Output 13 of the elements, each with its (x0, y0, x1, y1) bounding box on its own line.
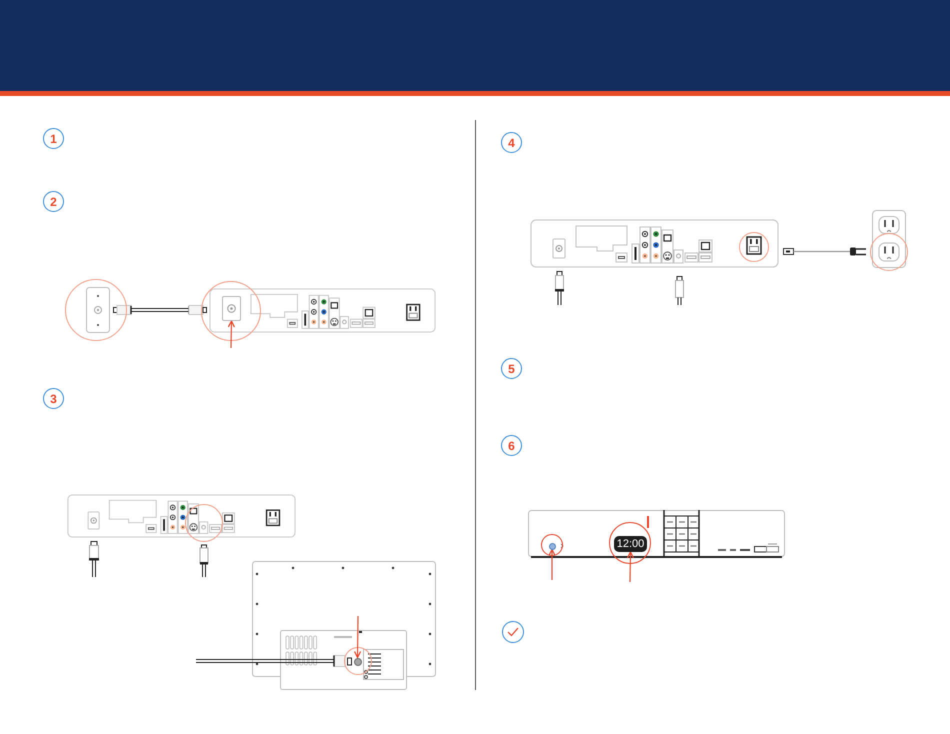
leader-arrow (626, 551, 634, 582)
coax-port (222, 296, 241, 321)
clock-display: 12:00 (614, 536, 647, 552)
step-number: 3 (43, 388, 64, 409)
completion-badge (502, 621, 524, 643)
leader-arrow (228, 320, 235, 348)
step-number: 1 (43, 128, 64, 149)
step-number: 6 (501, 435, 522, 456)
leader-arrow (548, 548, 556, 580)
step-number: 4 (501, 132, 522, 153)
leader-arrow (354, 616, 362, 658)
step-number: 5 (501, 358, 522, 379)
step-number: 2 (43, 191, 64, 212)
